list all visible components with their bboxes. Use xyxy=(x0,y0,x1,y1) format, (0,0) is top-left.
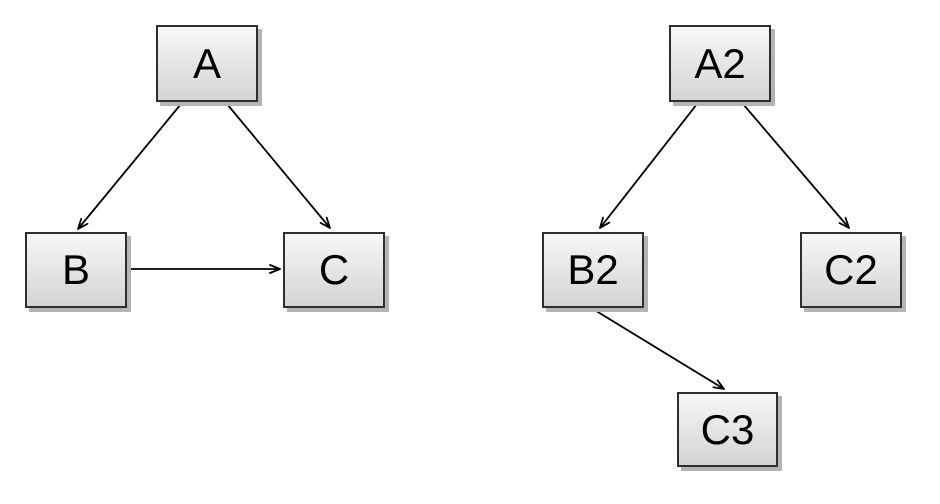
node-label-B2: B2 xyxy=(567,246,619,293)
edge-A-to-B xyxy=(77,103,182,230)
edge-A-to-C xyxy=(226,103,331,229)
node-label-C3: C3 xyxy=(700,405,755,453)
node-B: B xyxy=(25,232,127,308)
node-B2: B2 xyxy=(542,232,644,308)
edge-A2-to-B2 xyxy=(599,103,698,229)
node-C3: C3 xyxy=(677,392,778,467)
edge-B2-to-C3 xyxy=(592,308,725,390)
node-label-A2: A2 xyxy=(694,39,746,87)
node-label-C2: C2 xyxy=(824,246,878,293)
edge-A2-to-C2 xyxy=(742,103,850,229)
node-A2: A2 xyxy=(669,25,771,102)
node-label-C: C xyxy=(318,246,350,293)
node-label-A: A xyxy=(192,39,221,87)
node-A: A xyxy=(156,25,258,102)
node-label-B: B xyxy=(61,246,90,293)
node-C: C xyxy=(283,232,385,308)
edge-group xyxy=(77,103,850,390)
node-C2: C2 xyxy=(800,232,902,308)
